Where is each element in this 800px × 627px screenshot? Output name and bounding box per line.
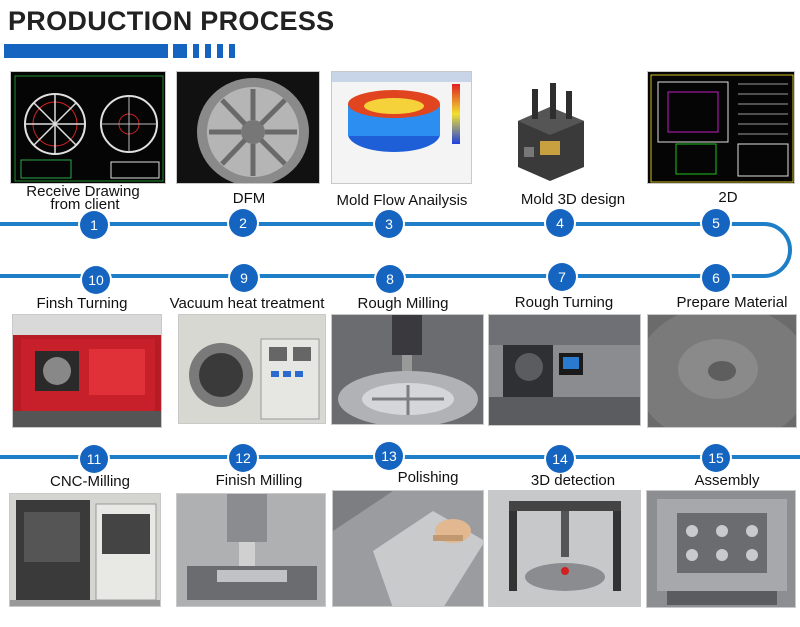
step-6-badge: 6 [702,264,730,292]
step-13-label: Polishing [397,469,459,486]
step-15-badge: 15 [702,444,730,472]
step-3-photo [331,71,472,184]
step-8-badge: 8 [376,265,404,293]
step-5-photo [647,71,795,184]
step-1-label: Receive Drawing [26,183,140,200]
step-13-badge: 13 [375,442,403,470]
step-9-label: Vacuum heat treatment [169,295,325,312]
page-title: PRODUCTION PROCESS [8,6,335,36]
step-2-label: DFM [232,190,266,207]
step-9-photo [178,314,326,424]
step-5-label: 2D [718,189,738,206]
step-2-photo [176,71,320,184]
step-5-badge: 5 [702,209,730,237]
step-8-photo [331,314,484,425]
step-3-badge: 3 [375,210,403,238]
step-10-photo [12,314,162,428]
step-11-photo [9,493,161,607]
step-2-badge: 2 [229,209,257,237]
step-14-photo [488,490,641,607]
step-4-label: Mold 3D design [520,191,626,208]
step-15-photo [646,490,796,608]
step-7-photo [488,314,641,426]
step-6-photo [647,314,797,428]
step-13-photo [332,490,484,607]
step-6-label: Prepare Material [676,294,788,311]
step-12-label: Finish Milling [215,472,303,489]
step-10-badge: 10 [82,266,110,294]
step-8-label: Rough Milling [357,295,449,312]
step-4-photo [494,71,606,184]
step-12-badge: 12 [229,444,257,472]
process-track-curve [763,222,792,278]
step-11-label: CNC-Milling [49,473,131,490]
step-4-badge: 4 [546,209,574,237]
step-14-label: 3D detection [530,472,616,489]
step-7-label: Rough Turning [514,294,614,311]
step-3-label: Mold Flow Anailysis [336,192,468,209]
step-12-photo [176,493,326,607]
step-9-badge: 9 [230,264,258,292]
step-7-badge: 7 [548,263,576,291]
step-1-photo [10,71,166,184]
step-14-badge: 14 [546,445,574,473]
step-10-label: Finsh Turning [36,295,128,312]
step-15-label: Assembly [694,472,760,489]
step-1-badge: 1 [80,211,108,239]
step-1-label-line2: from client [50,196,120,213]
step-11-badge: 11 [80,445,108,473]
